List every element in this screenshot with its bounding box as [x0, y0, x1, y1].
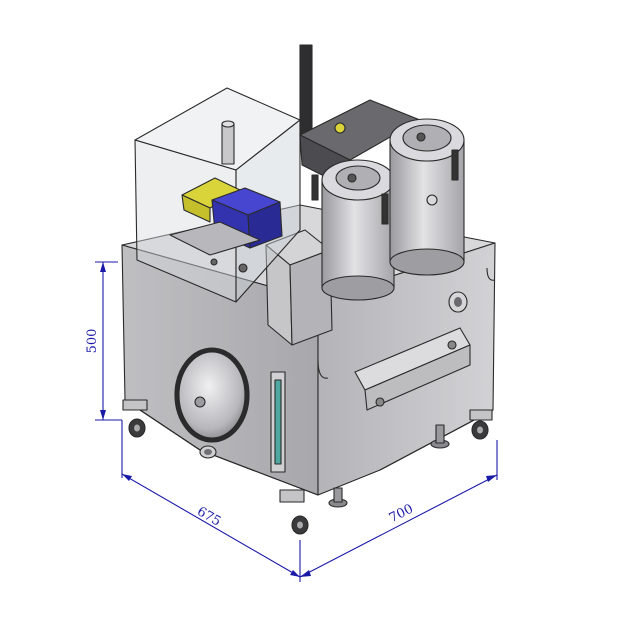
side-port-right	[448, 291, 468, 313]
filter-canister-left	[321, 159, 395, 301]
leveling-foot-2	[328, 487, 348, 508]
dimension-height: 500	[85, 261, 122, 421]
dimension-width-label: 700	[387, 502, 416, 527]
level-sight-glass	[270, 371, 286, 473]
caster-front-center	[279, 489, 309, 535]
drain-fitting	[199, 445, 217, 459]
filter-canister-right	[389, 118, 465, 276]
dimension-height-label: 500	[85, 329, 100, 354]
inspection-port	[174, 347, 250, 443]
pump-yellow	[181, 120, 241, 223]
hose-hooks	[317, 267, 496, 379]
dimension-depth-label: 675	[194, 504, 223, 529]
pump-manifold	[169, 221, 261, 273]
caster-right	[469, 409, 493, 440]
filter-clamps	[311, 149, 459, 225]
caster-front-left	[122, 399, 148, 438]
side-cooler	[354, 327, 471, 411]
vertical-column	[299, 44, 313, 141]
leveling-foot-1	[430, 424, 450, 449]
